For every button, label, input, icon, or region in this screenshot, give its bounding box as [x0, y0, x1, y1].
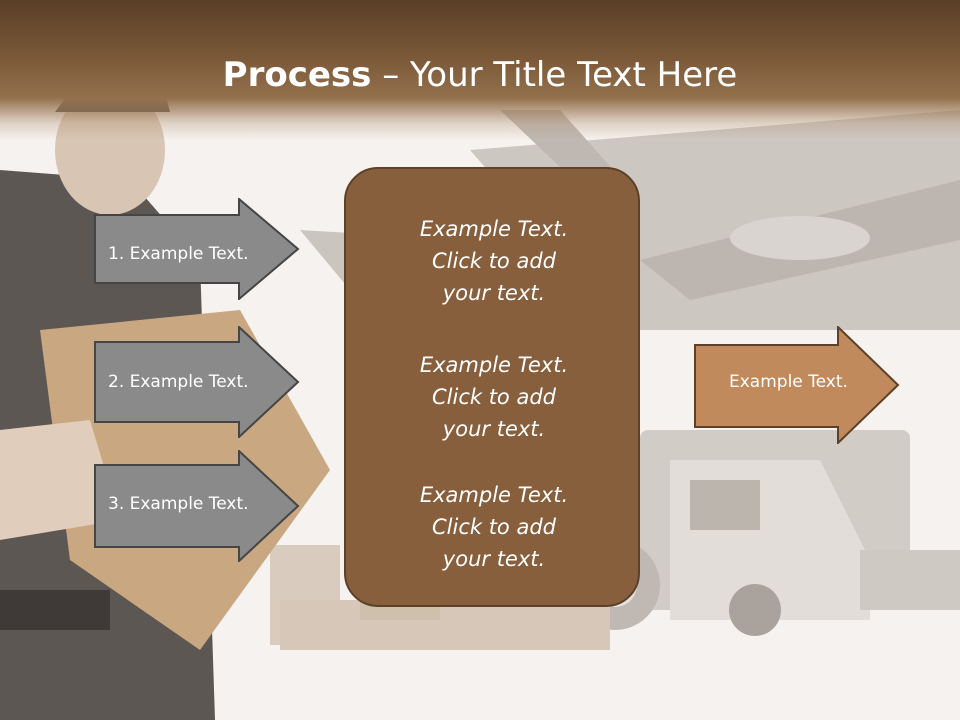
title-bold-part: Process [222, 55, 372, 95]
center-text-block-1: Example Text. Click to add your text. [346, 213, 642, 309]
block-1-line-3: your text. [442, 281, 546, 305]
block-2-line-3: your text. [442, 417, 546, 441]
left-arrow-shape-3[interactable] [94, 450, 300, 562]
block-2-line-2: Click to add [431, 385, 556, 409]
block-3-line-2: Click to add [431, 515, 556, 539]
right-arrow-shape[interactable] [694, 326, 900, 444]
title-separator: – [371, 55, 411, 95]
center-text-block-2: Example Text. Click to add your text. [346, 349, 642, 445]
left-arrow-shape-1[interactable] [94, 198, 300, 300]
left-arrow-shape-2[interactable] [94, 326, 300, 438]
slide-title[interactable]: Process – Your Title Text Here [0, 52, 960, 98]
left-arrow-label-1: 1. Example Text. [108, 244, 249, 264]
left-arrow-label-2: 2. Example Text. [108, 372, 249, 392]
block-1-line-1: Example Text. [419, 217, 569, 241]
block-1-line-2: Click to add [431, 249, 556, 273]
block-2-line-1: Example Text. [419, 353, 569, 377]
title-rest-part: Your Title Text Here [410, 55, 738, 95]
title-banner [0, 0, 960, 140]
center-text-box[interactable]: Example Text. Click to add your text. Ex… [344, 167, 640, 607]
left-arrow-label-3: 3. Example Text. [108, 494, 249, 514]
right-arrow-label: Example Text. [729, 372, 848, 392]
block-3-line-1: Example Text. [419, 483, 569, 507]
block-3-line-3: your text. [442, 547, 546, 571]
center-text-block-3: Example Text. Click to add your text. [346, 479, 642, 575]
